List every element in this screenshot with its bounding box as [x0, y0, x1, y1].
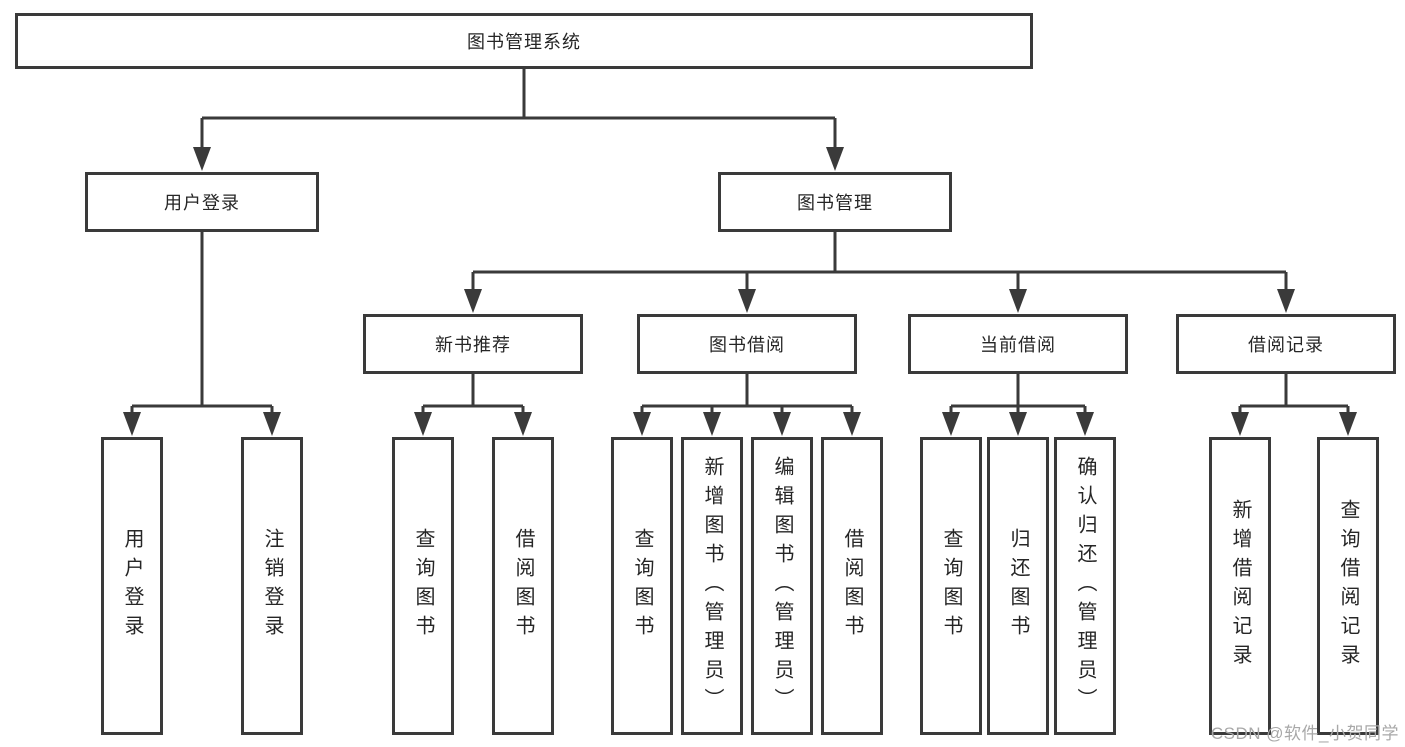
arrow-down-icon: [514, 412, 532, 436]
node-book-management: 图书管理: [718, 172, 952, 232]
leaf-borrow-books-recommend: 借阅图书: [492, 437, 554, 735]
arrow-down-icon: [1009, 412, 1027, 436]
leaf-query-books-current: 查询图书: [920, 437, 982, 735]
arrow-down-icon: [826, 147, 844, 171]
connector-bookborrow-to-leaves: [640, 374, 854, 412]
node-new-book-recommend: 新书推荐: [363, 314, 583, 374]
leaf-query-borrow-record: 查询借阅记录: [1317, 437, 1379, 735]
leaf-edit-books-admin: 编辑图书（管理员）: [751, 437, 813, 735]
connector-bookmgmt-to-level3: [471, 232, 1288, 290]
arrow-down-icon: [1277, 289, 1295, 313]
node-current-borrow: 当前借阅: [908, 314, 1128, 374]
arrow-down-icon: [193, 147, 211, 171]
node-library-management-system: 图书管理系统: [15, 13, 1033, 69]
arrow-down-icon: [1231, 412, 1249, 436]
arrow-down-icon: [263, 412, 281, 436]
connector-currentborrow-to-leaves: [949, 374, 1087, 412]
arrow-down-icon: [1339, 412, 1357, 436]
node-book-borrow: 图书借阅: [637, 314, 857, 374]
leaf-user-login: 用户登录: [101, 437, 163, 735]
leaf-add-borrow-record: 新增借阅记录: [1209, 437, 1271, 735]
arrowheads: [123, 147, 1357, 436]
node-user-login: 用户登录: [85, 172, 319, 232]
leaf-borrow-books: 借阅图书: [821, 437, 883, 735]
leaf-query-books-recommend: 查询图书: [392, 437, 454, 735]
arrow-down-icon: [633, 412, 651, 436]
arrow-down-icon: [414, 412, 432, 436]
leaf-add-books-admin: 新增图书（管理员）: [681, 437, 743, 735]
arrow-down-icon: [843, 412, 861, 436]
leaf-logout: 注销登录: [241, 437, 303, 735]
arrow-down-icon: [703, 412, 721, 436]
arrow-down-icon: [738, 289, 756, 313]
arrow-down-icon: [464, 289, 482, 313]
connector-root-to-level2: [200, 69, 837, 147]
connector-userlogin-to-leaves: [130, 232, 274, 412]
leaf-query-books: 查询图书: [611, 437, 673, 735]
connector-newbook-to-leaves: [421, 374, 525, 412]
csdn-watermark: CSDN @软件_小贺同学: [1210, 724, 1399, 743]
leaf-return-books: 归还图书: [987, 437, 1049, 735]
node-borrow-record: 借阅记录: [1176, 314, 1396, 374]
arrow-down-icon: [1009, 289, 1027, 313]
leaf-confirm-return-admin: 确认归还（管理员）: [1054, 437, 1116, 735]
arrow-down-icon: [942, 412, 960, 436]
connector-borrowrecord-to-leaves: [1238, 374, 1350, 412]
arrow-down-icon: [123, 412, 141, 436]
arrow-down-icon: [1076, 412, 1094, 436]
arrow-down-icon: [773, 412, 791, 436]
